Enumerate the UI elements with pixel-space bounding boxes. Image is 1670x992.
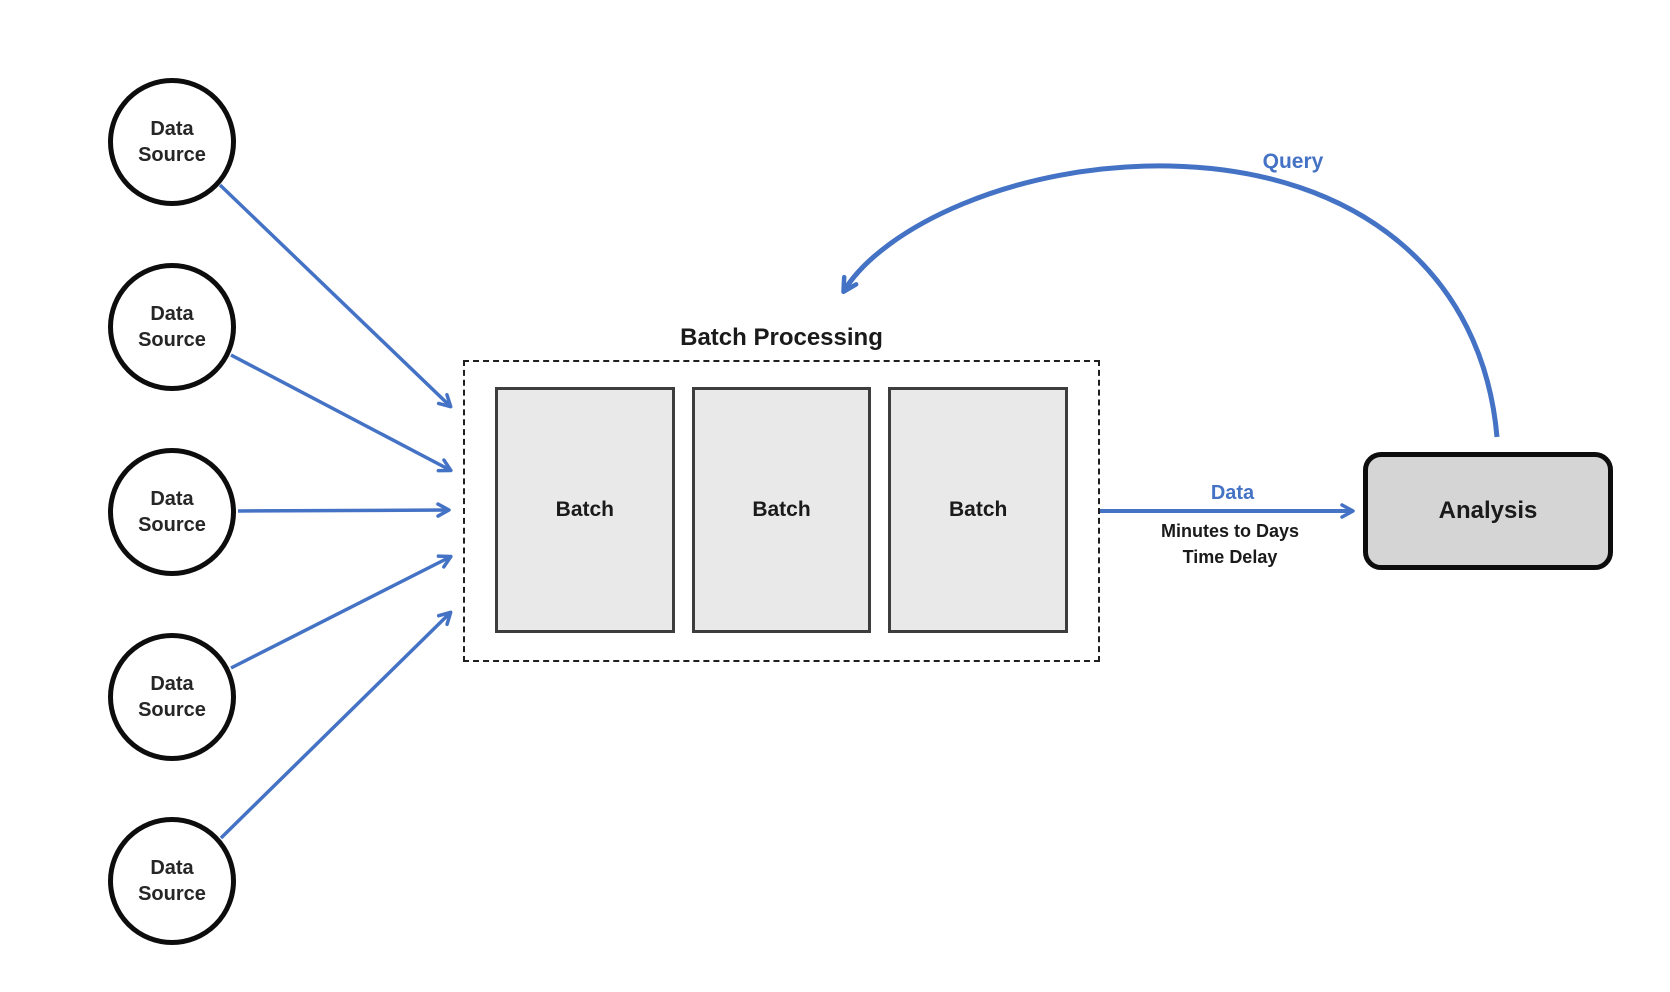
data-source-node-1: Data Source	[108, 78, 236, 206]
batch-processing-title: Batch Processing	[680, 324, 883, 351]
data-arrow-label: Data	[1210, 482, 1255, 504]
time-delay-caption: Minutes to Days Time Delay	[1090, 518, 1370, 570]
time-delay-line-1: Minutes to Days	[1160, 521, 1300, 541]
source-arrow-2	[230, 353, 453, 473]
analysis-node: Analysis	[1363, 452, 1613, 570]
data-source-label: Data Source	[138, 488, 206, 536]
source-arrow-4	[230, 554, 453, 670]
data-source-label: Data Source	[138, 857, 206, 905]
data-source-label: Data Source	[138, 673, 206, 721]
time-delay-line-2: Time Delay	[1182, 547, 1278, 568]
data-source-node-2: Data Source	[108, 263, 236, 391]
data-source-label: Data Source	[138, 118, 206, 166]
batch-processing-group: Batch Batch Batch	[463, 360, 1100, 662]
query-arrow-label: Query	[1262, 150, 1324, 173]
analysis-label: Analysis	[1438, 497, 1538, 524]
data-source-node-3: Data Source	[108, 448, 236, 576]
batch-node-3: Batch	[888, 387, 1069, 633]
data-source-label: Data Source	[138, 303, 206, 351]
query-arrow	[841, 163, 1500, 438]
batch-node-2: Batch	[691, 387, 872, 633]
batch-node-1: Batch	[495, 387, 675, 633]
data-source-node-5: Data Source	[108, 817, 236, 945]
source-arrow-5	[219, 610, 453, 840]
data-source-node-4: Data Source	[108, 633, 236, 761]
source-arrow-3	[237, 502, 451, 518]
source-arrow-1	[218, 183, 453, 409]
